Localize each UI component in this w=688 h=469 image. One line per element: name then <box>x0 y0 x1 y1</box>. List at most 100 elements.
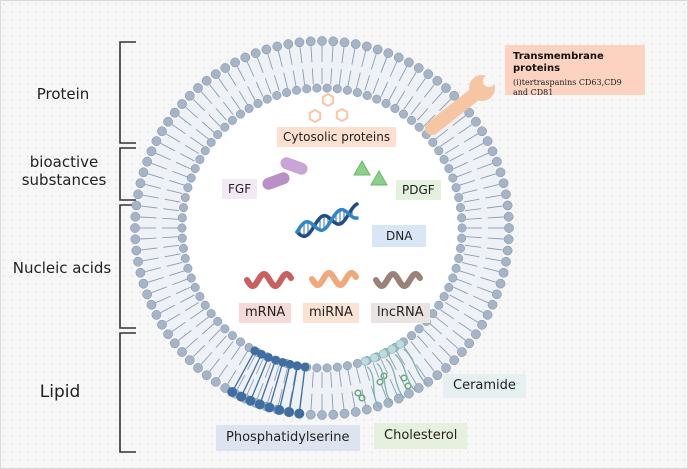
inner-lipid-head <box>180 193 190 203</box>
inner-lipid-tail <box>410 101 422 115</box>
inner-lipid-head <box>253 99 263 108</box>
outer-lipid-tail <box>267 386 274 402</box>
outer-lipid-head <box>449 90 460 101</box>
outer-lipid-tail <box>267 54 274 70</box>
outer-lipid-head <box>449 355 460 366</box>
outer-lipid-tail <box>142 257 159 262</box>
outer-lipid-head <box>423 69 434 79</box>
inner-lipid-tail <box>347 369 352 386</box>
inner-lipid-head <box>220 122 230 132</box>
outer-lipid-head <box>169 107 180 118</box>
inner-lipid-tail <box>456 278 472 286</box>
outer-lipid-head <box>404 57 414 68</box>
outer-lipid-tail <box>310 393 313 410</box>
inner-lipid-head <box>457 233 467 243</box>
inner-lipid-tail <box>166 189 183 194</box>
outer-lipid-tail <box>407 72 417 87</box>
inner-lipid-tail <box>338 370 342 387</box>
outer-lipid-tail <box>331 393 334 410</box>
outer-lipid-head <box>130 223 140 233</box>
outer-lipid-head <box>501 189 511 200</box>
outer-lipid-tail <box>151 163 167 170</box>
category-brackets <box>119 41 136 453</box>
inner-lipid-tail <box>264 362 272 378</box>
outer-lipid-tail <box>483 267 499 272</box>
inner-lipid-tail <box>292 369 297 386</box>
inner-lipid-tail <box>163 208 180 212</box>
inner-lipid-tail <box>273 365 280 381</box>
inner-lipid-head <box>457 223 467 233</box>
inner-lipid-tail <box>456 170 472 178</box>
inner-lipid-tail <box>184 144 200 154</box>
outer-lipid-tail <box>431 91 444 105</box>
inner-lipid-head <box>390 104 400 113</box>
inner-lipid-tail <box>372 78 380 94</box>
inner-lipid-tail <box>169 179 185 186</box>
outer-lipid-head <box>441 83 451 93</box>
inner-lipid-head <box>414 324 424 334</box>
outer-lipid-tail <box>246 379 255 395</box>
inner-lipid-tail <box>356 72 361 89</box>
outer-lipid-tail <box>166 313 181 323</box>
outer-lipid-head <box>491 289 502 300</box>
outer-lipid-tail <box>351 48 356 65</box>
outer-lipid-tail <box>140 237 157 240</box>
ceramide-head <box>395 339 405 349</box>
outer-lipid-head <box>133 189 143 200</box>
outer-lipid-tail <box>473 295 489 304</box>
inner-lipid-tail <box>463 198 480 203</box>
outer-lipid-head <box>210 377 221 387</box>
outer-lipid-head <box>142 156 153 167</box>
ceramide-head <box>378 349 388 359</box>
inner-lipid-head <box>272 91 282 100</box>
inner-lipid-tail <box>461 262 478 267</box>
outer-lipid-tail <box>140 216 157 219</box>
phosphatidylserine-head <box>271 355 280 365</box>
inner-lipid-head <box>332 362 342 372</box>
inner-lipid-head <box>183 263 193 273</box>
outer-lipid-head <box>151 136 162 146</box>
dna-strand <box>295 202 359 238</box>
outer-lipid-tail <box>458 321 473 332</box>
inner-lipid-head <box>177 233 187 243</box>
outer-lipid-head <box>169 338 180 349</box>
dna-label: DNA <box>372 225 427 247</box>
outer-lipid-head <box>464 107 475 118</box>
outer-lipid-head <box>163 329 173 340</box>
outer-lipid-tail <box>463 313 478 323</box>
phosphatidylserine-head <box>236 391 247 402</box>
outer-lipid-tail <box>370 54 377 70</box>
inner-lipid-tail <box>201 323 215 335</box>
transmembrane-desc: (i)tertraspanins CD63,CD9 and CD81 <box>513 78 622 97</box>
phosphatidylserine-head <box>293 361 302 371</box>
inner-lipid-tail <box>464 244 481 248</box>
inner-lipid-tail <box>255 81 264 97</box>
outer-lipid-head <box>502 200 513 211</box>
outer-lipid-tail <box>398 66 407 82</box>
phosphatidylserine-head <box>278 357 288 367</box>
outer-lipid-head <box>220 63 231 73</box>
outer-lipid-tail <box>473 152 489 161</box>
outer-lipid-tail <box>452 115 466 126</box>
inner-lipid-head <box>342 361 352 371</box>
outer-lipid-head <box>498 178 509 189</box>
outer-lipid-head <box>482 136 493 146</box>
phosphatidylserine-tail <box>233 353 254 389</box>
outer-lipid-head <box>413 63 424 73</box>
outer-lipid-head <box>146 299 157 310</box>
inner-lipid-tail <box>273 75 280 91</box>
outer-lipid-head <box>130 234 141 245</box>
inner-lipid-tail <box>195 128 209 140</box>
outer-lipid-tail <box>341 47 345 64</box>
dna-helix-icon <box>295 202 359 238</box>
outer-lipid-tail <box>145 267 161 272</box>
wrench-icon <box>425 75 495 135</box>
transmembrane-proteins-callout: Transmembrane proteins (i)tertraspanins … <box>505 45 645 97</box>
lipid-bilayer-membrane <box>130 36 514 420</box>
outer-lipid-head <box>361 41 372 52</box>
inner-lipid-head <box>322 363 332 373</box>
inner-lipid-tail <box>247 86 256 101</box>
outer-lipid-tail <box>278 51 283 67</box>
inner-lipid-head <box>177 223 187 233</box>
outer-lipid-tail <box>389 379 398 395</box>
